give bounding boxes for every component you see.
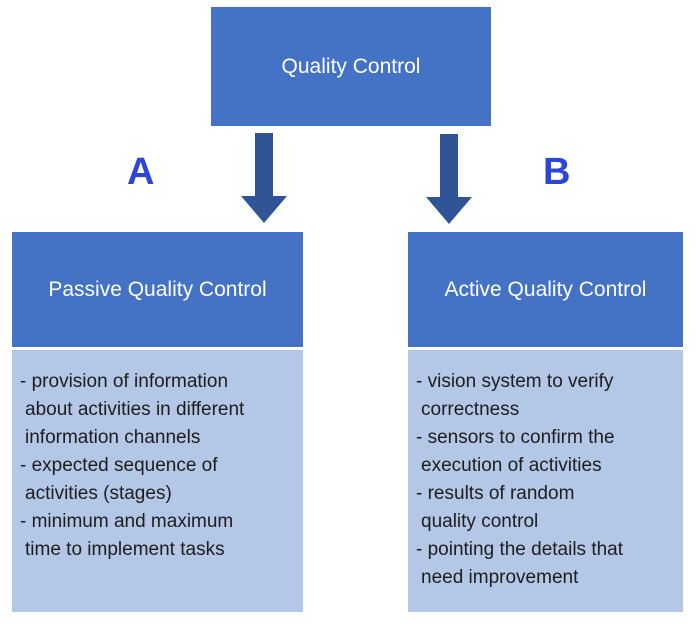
list-item: - expected sequence of activities (stage… — [20, 455, 218, 504]
list-item: - results of random quality control — [416, 483, 575, 532]
node-active-quality-control-label: Active Quality Control — [444, 277, 647, 301]
arrow-stem — [440, 134, 458, 198]
list-item: - sensors to confirm the execution of ac… — [416, 427, 615, 476]
branch-label-a: A — [127, 151, 155, 193]
node-passive-quality-control: Passive Quality Control — [12, 232, 303, 347]
arrow-stem — [255, 133, 273, 197]
list-item: - provision of information about activit… — [20, 371, 245, 448]
node-active-quality-control: Active Quality Control — [408, 232, 683, 347]
node-quality-control-label: Quality Control — [281, 54, 421, 78]
down-arrow-icon-right — [417, 134, 481, 225]
list-item: - minimum and maximum time to implement … — [20, 511, 234, 560]
arrow-head — [241, 196, 287, 223]
active-quality-control-details: - vision system to verify correctness - s… — [408, 350, 683, 612]
list-item: - vision system to verify correctness — [416, 371, 614, 420]
arrow-head — [426, 197, 472, 224]
node-quality-control: Quality Control — [211, 7, 491, 126]
branch-label-b: B — [543, 151, 571, 193]
passive-quality-control-details: - provision of information about activit… — [12, 350, 303, 612]
node-passive-quality-control-label: Passive Quality Control — [48, 277, 267, 301]
list-item: - pointing the details that need improve… — [416, 539, 624, 588]
down-arrow-icon-left — [232, 133, 296, 224]
